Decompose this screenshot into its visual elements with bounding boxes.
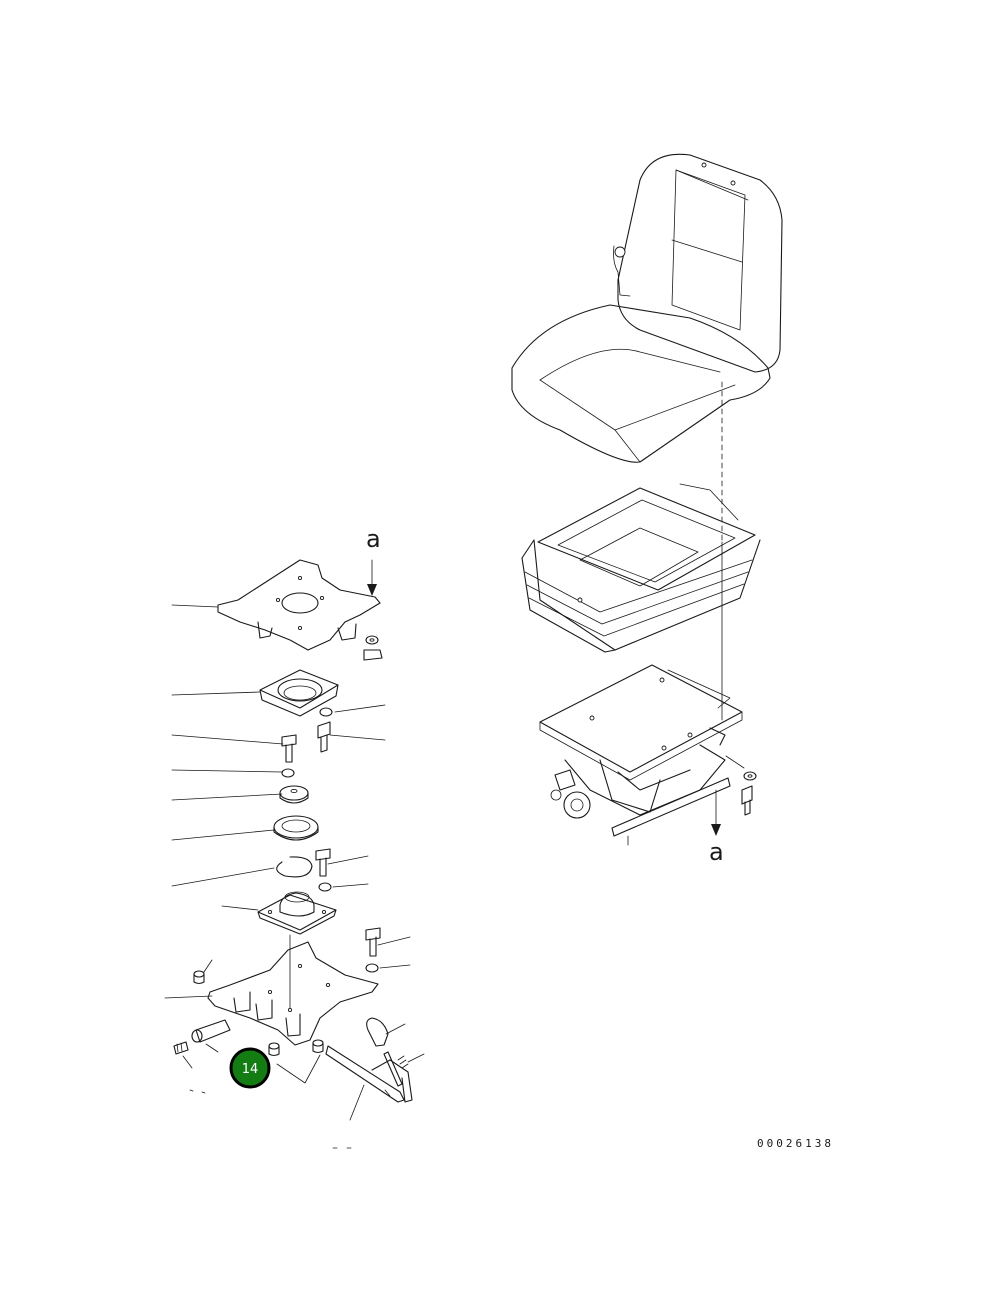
lower-mount-plate	[207, 941, 379, 1046]
plug-b	[312, 1039, 324, 1054]
leader-1	[171, 604, 219, 608]
callout-number[interactable]: 14	[242, 1062, 259, 1077]
bolt-r1	[317, 721, 331, 753]
figure-number: 00026138	[757, 1137, 834, 1150]
suspension-assembly	[539, 664, 743, 846]
callout-circle[interactable]	[229, 1047, 271, 1089]
leader-7	[171, 793, 283, 801]
view-arrow-upper	[367, 584, 377, 596]
view-label-upper: a	[366, 525, 381, 553]
leader-2	[171, 691, 261, 696]
bellows-assembly	[521, 483, 761, 653]
washer-small	[281, 768, 295, 778]
leader-16	[203, 959, 213, 973]
lower-bearing-housing	[257, 891, 337, 935]
leader-11	[332, 883, 369, 888]
washer-r1	[319, 707, 333, 717]
leader-9	[171, 867, 275, 887]
callout-14[interactable]: 14	[229, 1047, 271, 1089]
snap-ring	[276, 856, 313, 878]
washer-r2	[318, 882, 332, 892]
washer-r3	[365, 963, 379, 973]
leader-14	[379, 964, 411, 969]
leader-10	[327, 855, 369, 865]
washer-nut-top	[363, 635, 383, 661]
leader-5	[171, 734, 284, 745]
bolt-r3	[365, 927, 381, 957]
bushing	[191, 1019, 231, 1043]
leader-19	[276, 1054, 321, 1084]
thick-washer	[279, 785, 309, 804]
leader-18	[182, 1055, 193, 1069]
leader-4	[329, 734, 386, 741]
leader-22	[385, 1023, 406, 1035]
leader-8	[171, 829, 275, 841]
leader-6	[171, 769, 283, 773]
spring-pin	[383, 1051, 409, 1087]
grease-fitting	[173, 1041, 189, 1055]
lever-knob	[366, 1017, 389, 1047]
upper-mount-plate	[217, 559, 381, 651]
bearing	[273, 815, 319, 841]
seat-assembly	[511, 153, 783, 463]
leader-12	[221, 905, 259, 911]
adjust-lever	[325, 1045, 413, 1103]
bearing-housing	[259, 669, 339, 717]
leader-20	[349, 1084, 365, 1121]
leader-17	[205, 1043, 219, 1053]
plug-top-left	[193, 970, 205, 985]
bolt-washer-right	[725, 755, 757, 816]
leader-13	[377, 936, 411, 946]
view-label-lower: a	[709, 838, 724, 866]
view-arrow-lower	[711, 824, 721, 836]
leader-15	[164, 995, 213, 999]
leader-ticks	[189, 1089, 206, 1094]
leader-23	[407, 1053, 425, 1063]
plug-a	[268, 1042, 280, 1057]
bolt-center	[281, 734, 297, 763]
bolt-r2	[315, 848, 331, 877]
leader-3	[334, 704, 386, 713]
